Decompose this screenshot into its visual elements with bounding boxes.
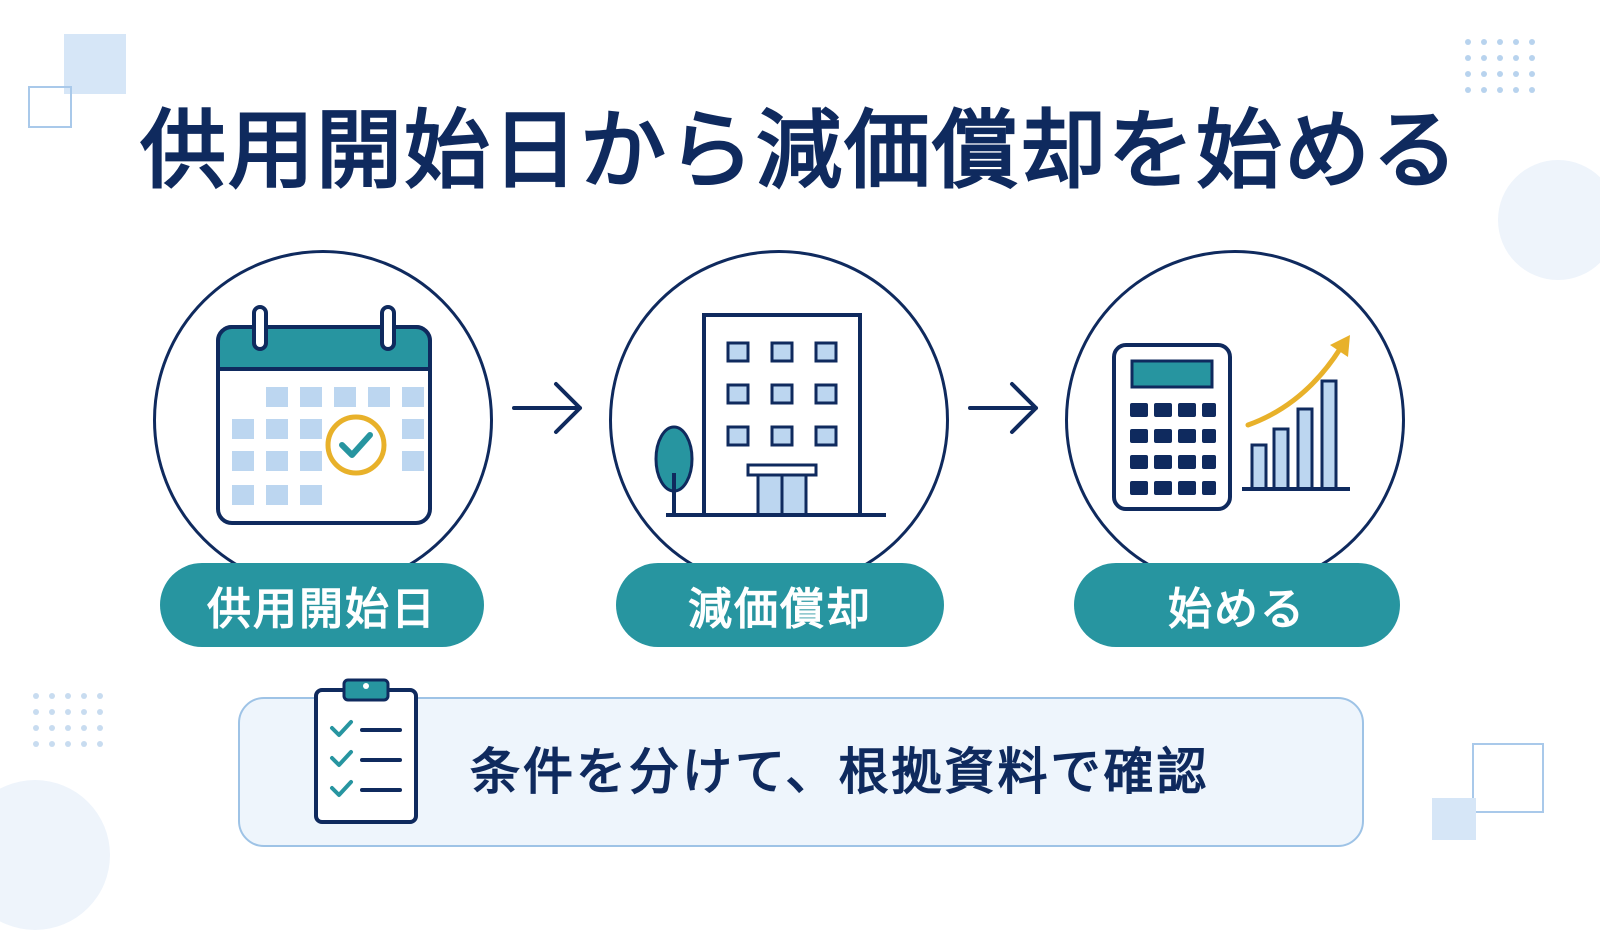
deco-dots-bottom-left xyxy=(33,693,103,747)
deco-square-outline-top-left xyxy=(28,86,72,128)
note-box xyxy=(238,697,1364,847)
deco-circle-right xyxy=(1498,160,1600,280)
page-title: 供用開始日から減価償却を始める xyxy=(140,101,1460,201)
note-text: 条件を分けて、根拠資料で確認 xyxy=(470,743,1210,801)
arrow-right-icon xyxy=(968,382,1038,434)
deco-dots-top-right xyxy=(1465,39,1535,93)
deco-square-outline-bottom-right xyxy=(1472,743,1544,813)
calendar-check-icon xyxy=(216,305,432,525)
arrow-right-icon xyxy=(512,382,582,434)
building-icon xyxy=(654,313,886,517)
step-label-start-date: 供用開始日 xyxy=(160,563,484,647)
deco-circle-bottom-left xyxy=(0,780,110,930)
step-circle-calendar xyxy=(153,250,493,590)
calculator-chart-icon xyxy=(1112,335,1350,511)
step-circle-building xyxy=(609,250,949,590)
deco-square-top-left xyxy=(64,34,126,94)
deco-square-bottom-right xyxy=(1432,798,1476,840)
step-circle-calculator xyxy=(1065,250,1405,590)
step-label-depreciation: 減価償却 xyxy=(616,563,944,647)
step-label-begin: 始める xyxy=(1074,563,1400,647)
clipboard-checklist-icon xyxy=(314,678,418,824)
